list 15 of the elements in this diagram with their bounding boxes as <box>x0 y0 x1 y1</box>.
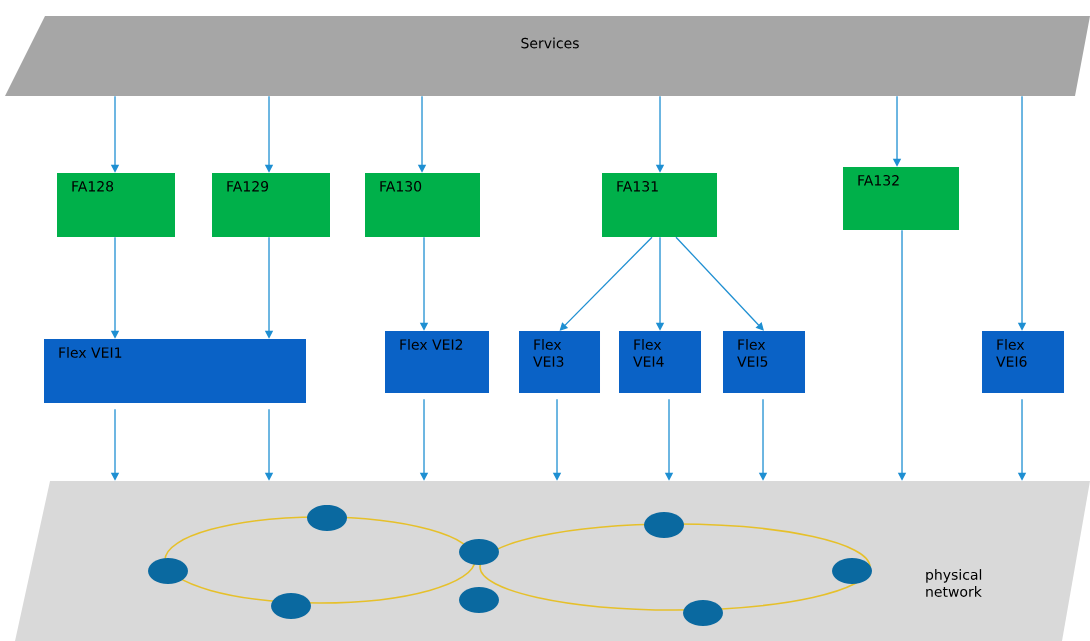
interface-box: Flex VEI5 <box>723 331 805 393</box>
arrow <box>559 236 653 331</box>
services-band: Services <box>5 16 1090 96</box>
function-box: FA130 <box>365 173 480 237</box>
function-box: FA131 <box>602 173 717 237</box>
function-box: FA129 <box>212 173 330 237</box>
interface-box: Flex VEI3 <box>519 331 600 393</box>
interface-box: Flex VEI6 <box>982 331 1064 393</box>
interface-box: Flex VEI2 <box>385 331 489 393</box>
interface-box: Flex VEI4 <box>619 331 701 393</box>
arrow <box>675 236 764 331</box>
network-band: physical network <box>15 481 1090 641</box>
function-box: FA132 <box>843 167 959 230</box>
interface-box: Flex VEI1 <box>44 339 306 403</box>
function-box: FA128 <box>57 173 175 237</box>
